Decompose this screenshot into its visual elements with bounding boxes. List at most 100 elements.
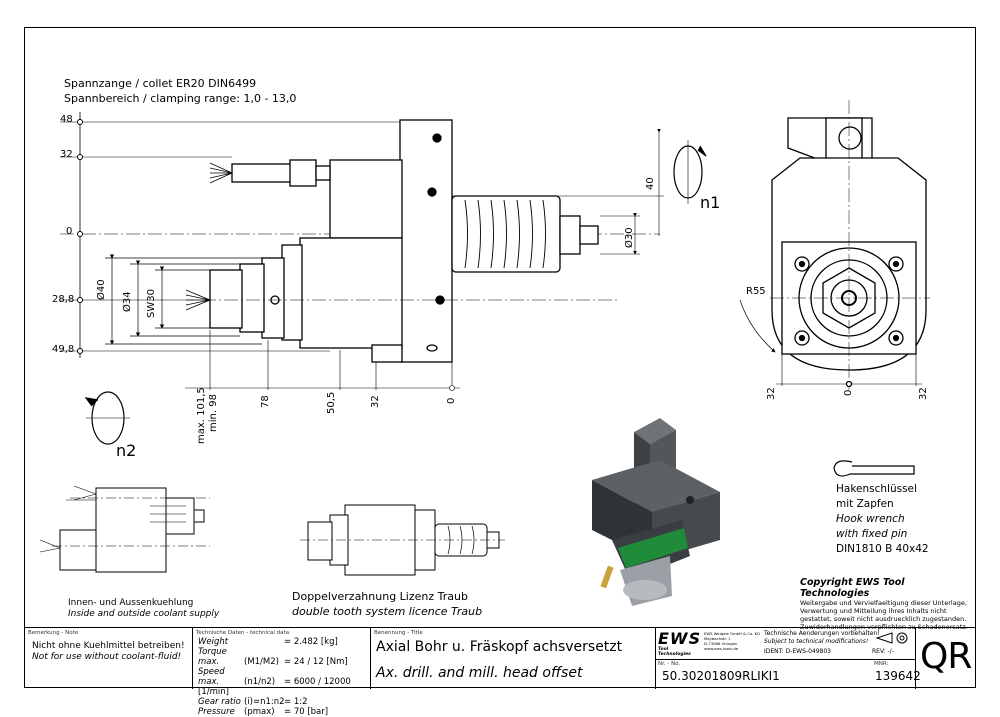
title-label: Benennung - Title xyxy=(374,630,423,636)
clamping-range-label: Spannbereich / clamping range: 1,0 - 13,… xyxy=(64,92,296,105)
tech-key: Speed max. xyxy=(198,667,225,687)
clamping-range-prefix: Spannbereich / clamping range: xyxy=(64,92,240,105)
rotation-n1-label: n1 xyxy=(700,193,721,212)
isometric-render xyxy=(592,418,720,606)
left-dimension-lines xyxy=(60,112,660,358)
front-view xyxy=(739,100,930,390)
bottom-dimension-lines xyxy=(185,330,460,391)
mnr-number: 139642 xyxy=(875,669,921,683)
ident-number: IDENT: D-EWS-049803 xyxy=(764,648,831,655)
mnr-label: MNR: xyxy=(874,661,889,667)
coolant-caption-en: Inside and outside coolant supply xyxy=(68,609,220,619)
tech-value: = 2.482 [kg] xyxy=(284,637,338,647)
dim-32-bottom: 32 xyxy=(370,395,381,408)
dim-diameter-40: Ø40 xyxy=(96,279,107,300)
tech-key: Pressure xyxy=(198,707,235,717)
tech-row-speed: Speed max.(n1/n2)= 6000 / 12000 [1/min] xyxy=(198,667,368,697)
clamping-range-value: 1,0 - 13,0 xyxy=(243,92,297,105)
dim-49-8: 49,8 xyxy=(52,344,75,355)
ews-address-line: EWS Weigele GmbH & Co. KG xyxy=(704,631,761,636)
tb-divider-2 xyxy=(370,628,371,689)
tech-param: (n1/n2) xyxy=(244,677,276,687)
tb-divider-4 xyxy=(915,628,916,689)
qr-code-label: QR xyxy=(920,636,972,677)
dim-50-5: 50,5 xyxy=(326,391,337,414)
collet-spec: Spannzange / collet ER20 DIN6499 xyxy=(64,77,257,90)
ews-logo-text: EWS xyxy=(658,629,702,648)
copyright-line-1: Weitergabe und Vervielfaeltigung dieser … xyxy=(800,599,967,607)
note-label: Bemerkung - Note xyxy=(28,630,79,636)
coolant-caption-de: Innen- und Aussenkuehlung xyxy=(68,598,194,608)
changes-en: Subject to technical modifications! xyxy=(764,638,869,645)
title-en: Ax. drill. and mill. head offset xyxy=(376,665,583,681)
copyright-line-2: Verwertung und Mitteilung ihres Inhalts … xyxy=(800,607,947,615)
ews-logo-sub: Tool Technologies xyxy=(658,647,691,657)
hook-wrench-text: Hakenschlüssel mit Zapfen Hook wrench wi… xyxy=(836,482,929,557)
ews-logo: EWS Tool Technologies xyxy=(658,629,702,657)
dim-sw30: SW30 xyxy=(146,289,157,318)
title-de: Axial Bohr u. Fräskopf achsversetzt xyxy=(376,639,623,655)
tech-row-torque: Torque max. (M1/M2) = 24 / 12 [Nm] xyxy=(198,647,368,667)
tech-param: (i)=n1:n2 xyxy=(244,697,285,707)
tech-row-gear: Gear ratio(i)=n1:n2= 1:2 xyxy=(198,697,368,707)
double-tooth-drawing xyxy=(300,504,505,576)
tech-data-table: Weight = 2.482 [kg] Torque max. (M1/M2) = 2… xyxy=(198,637,368,717)
dim-min-98: min. 98 xyxy=(208,394,219,432)
front-dim-32-left: 32 xyxy=(766,387,777,400)
hook-wrench-line-1: Hakenschlüssel xyxy=(836,483,917,495)
tech-value: = 1:2 xyxy=(284,697,308,707)
title-block: Bemerkung - Note Nicht ohne Kuehlmittel … xyxy=(24,627,976,717)
no-label: Nr. - No. xyxy=(658,661,681,667)
dim-48: 48 xyxy=(60,114,73,125)
tb-divider-h xyxy=(655,659,915,660)
dim-40-right: 40 xyxy=(645,177,656,190)
dim-32: 32 xyxy=(60,149,73,160)
hook-wrench-line-4: with fixed pin xyxy=(836,528,908,540)
dim-0-bottom: 0 xyxy=(446,397,457,404)
side-view-body xyxy=(180,119,620,363)
tech-param: (M1/M2) xyxy=(244,657,279,667)
revision: REV: -/- xyxy=(872,648,894,655)
hook-wrench-line-5: DIN1810 B 40x42 xyxy=(836,543,929,555)
tech-label: Technische Daten - technical data xyxy=(196,630,290,636)
radius-r55: R55 xyxy=(746,286,766,297)
dim-max-101-5: max. 101,5 xyxy=(196,387,207,444)
coolant-drawing xyxy=(39,485,210,573)
tech-row-weight: Weight = 2.482 [kg] xyxy=(198,637,368,647)
tech-param: (pmax) xyxy=(244,707,275,717)
projection-symbol-icon xyxy=(874,631,914,645)
rotation-n1-symbol xyxy=(673,140,707,204)
tech-key: Torque max. xyxy=(198,647,227,667)
diameter-dimension-lines xyxy=(105,254,262,345)
dim-diameter-34: Ø34 xyxy=(122,291,133,312)
tb-divider-3 xyxy=(655,628,656,689)
rotation-n2-label: n2 xyxy=(116,441,137,460)
hook-wrench-line-3: Hook wrench xyxy=(836,513,905,525)
part-number: 50.30201809RLIKI1 xyxy=(662,669,780,683)
front-dim-32-right: 32 xyxy=(918,387,929,400)
note-de: Nicht ohne Kuehlmittel betreiben! xyxy=(32,641,185,651)
ews-address-line: D-73066 Uhingen xyxy=(704,641,738,646)
copyright-title: Copyright EWS Tool Technologies xyxy=(800,577,905,599)
right-dimension-lines xyxy=(452,129,664,255)
copyright-block: Copyright EWS Tool Technologies Weiterga… xyxy=(800,577,970,631)
dim-0: 0 xyxy=(66,226,73,237)
front-dim-0: 0 xyxy=(843,389,854,396)
changes-de: Technische Aenderungen vorbehalten! xyxy=(764,630,880,637)
drawing-frame xyxy=(24,27,976,688)
tech-value: = 24 / 12 [Nm] xyxy=(284,657,348,667)
note-en: Not for use without coolant-fluid! xyxy=(32,652,182,662)
dim-78: 78 xyxy=(260,395,271,408)
tech-key: Weight xyxy=(198,637,229,647)
gear-caption-en: double tooth system licence Traub xyxy=(292,605,483,618)
gear-caption-de: Doppelverzahnung Lizenz Traub xyxy=(292,590,468,603)
ews-address-line: Maybachstr. 1 xyxy=(704,636,731,641)
tb-divider-1 xyxy=(192,628,193,689)
tech-row-pressure: Pressure (pmax) = 70 [bar] xyxy=(198,707,368,717)
ews-address-line: www.ews-tools.de xyxy=(704,646,739,651)
rotation-n2-symbol xyxy=(84,391,130,445)
ews-address: EWS Weigele GmbH & Co. KG Maybachstr. 1 … xyxy=(704,631,760,651)
hook-wrench-line-2: mit Zapfen xyxy=(836,498,894,510)
tech-value: = 70 [bar] xyxy=(284,707,329,717)
